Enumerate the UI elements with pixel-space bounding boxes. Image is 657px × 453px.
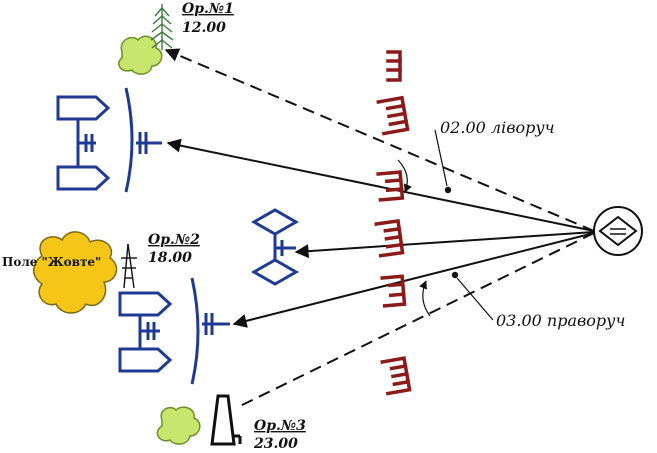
ref-point-2: Ор.№2 18.00: [148, 232, 200, 266]
upper-unit-front-icon: [124, 87, 162, 193]
reference-line-1: [164, 48, 595, 232]
ref-point-2-name: Ор.№2: [148, 232, 200, 248]
obstacle-5-icon: [380, 274, 407, 308]
callout-right-label: 03.00 праворуч: [496, 311, 625, 330]
yellow-field-icon: [33, 231, 118, 314]
ref-point-1-name: Ор.№1: [182, 1, 234, 17]
middle-unit-icon: [250, 208, 300, 286]
chimney-icon: [210, 394, 242, 446]
obstacle-6-icon: [380, 356, 412, 396]
angle-arc-left: [397, 159, 412, 193]
power-mast-icon: [121, 243, 137, 289]
direction-line-left: [166, 138, 595, 232]
obstacle-2-icon: [376, 95, 410, 136]
direction-line-right: [232, 232, 595, 328]
ref-point-1-value: 12.00: [182, 20, 226, 36]
reference-line-3: [235, 232, 595, 409]
ref-point-3-value: 23.00: [253, 436, 298, 452]
ref-point-2-value: 18.00: [148, 250, 192, 266]
field-label: Поле "Жовте": [2, 255, 101, 269]
callout-pointer-right: [456, 277, 494, 321]
callout-left-label: 02.00 ліворуч: [440, 118, 555, 137]
ref-point-3-name: Ор.№3: [254, 418, 306, 434]
obstacle-3-icon: [376, 170, 405, 202]
bush-landmark-3-icon: [156, 406, 201, 445]
tree-icon: [150, 4, 174, 50]
direction-line-center: [294, 231, 595, 259]
upper-unit-icon: [56, 95, 111, 191]
ref-point-3: Ор.№3 23.00: [253, 418, 306, 452]
callout-pointer-left: [434, 129, 448, 187]
observation-post-icon: [593, 206, 643, 256]
lower-unit-icon: [118, 291, 173, 373]
obstacle-4-icon: [374, 218, 405, 258]
bush-landmark-1-icon: [118, 35, 163, 75]
target-point-right: [451, 271, 459, 279]
ref-point-1: Ор.№1 12.00: [182, 1, 234, 36]
target-point-left: [444, 186, 452, 194]
obstacle-1-icon: [386, 50, 402, 82]
lower-unit-front-icon: [190, 277, 230, 385]
angle-arc-right: [419, 280, 431, 317]
